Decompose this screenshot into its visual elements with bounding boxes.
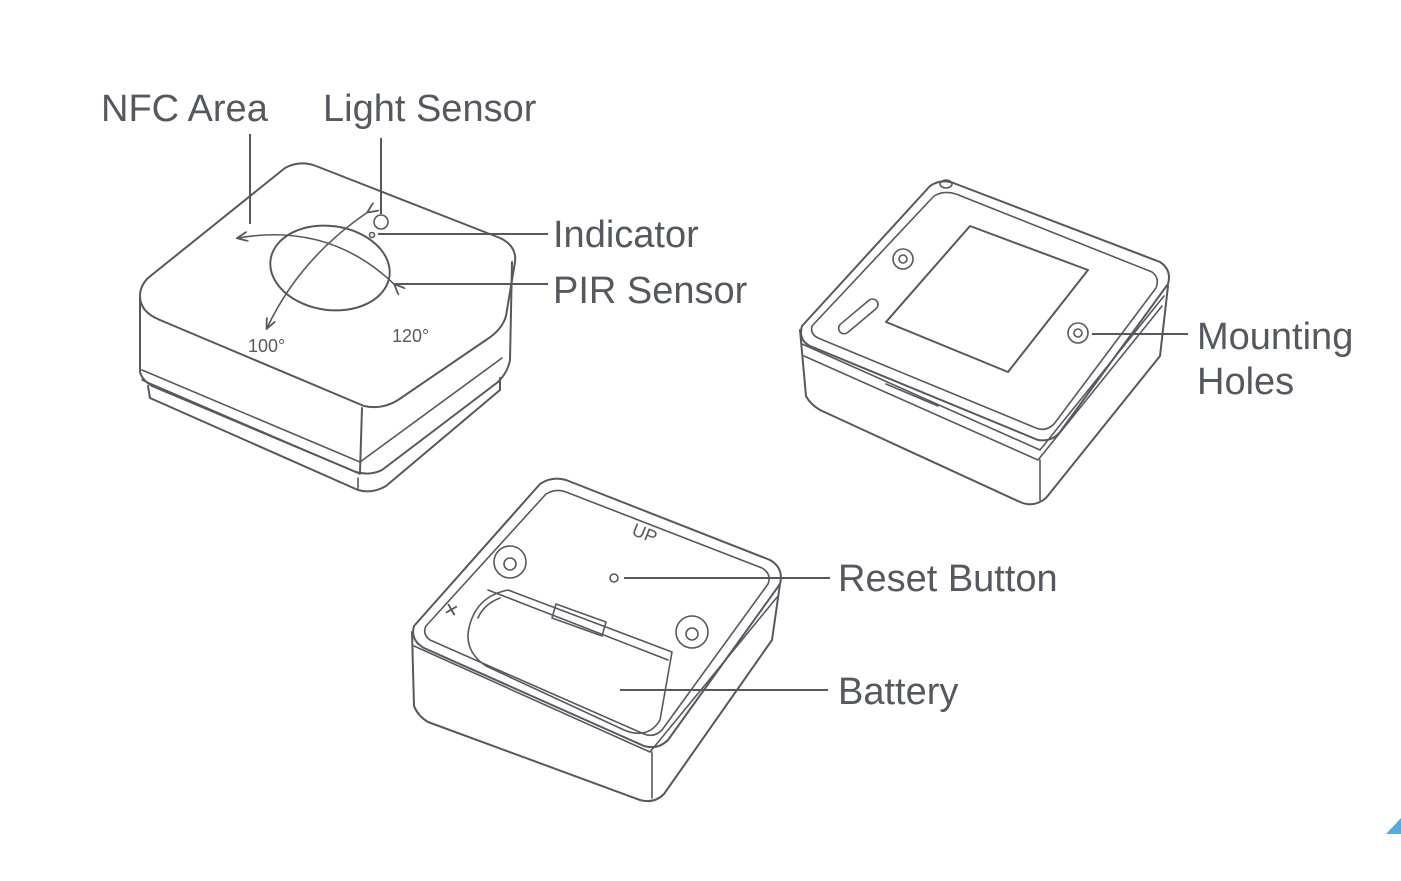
open-band [413,595,779,753]
light-sensor-hole [373,214,389,230]
back-label-recess [885,225,1089,373]
back-device [799,179,1170,506]
mounting-hole-1-inner [898,254,908,264]
front-device: 100° 120° [139,162,517,493]
pir-arrow-100 [267,212,368,328]
screw-post-1-outer [493,545,527,579]
screw-post-2-inner [685,627,699,641]
indicator-label: Indicator [553,214,699,256]
pir-sensor-label: PIR Sensor [553,270,748,312]
angle-120-label: 120° [392,326,429,346]
battery-label: Battery [838,671,958,713]
mounting-hole-2-outer [1067,322,1089,344]
battery-plus-mark: + [437,593,465,627]
mounting-holes-label-line1: Mounting [1197,316,1353,358]
indicator-led [368,231,376,239]
back-band-2 [803,305,1163,461]
back-top-inner [810,191,1159,431]
battery-end-cap [477,597,501,619]
angle-100-label: 100° [248,336,285,356]
back-side-wall [799,285,1169,506]
battery-clip [551,603,607,637]
screw-post-2-outer [675,615,709,649]
light-sensor-label: Light Sensor [323,88,537,130]
front-band-top [141,357,503,463]
back-slot [837,298,879,335]
screw-post-1-inner [503,557,517,571]
pir-arrow-120 [238,235,395,285]
open-rim-outer [412,477,782,749]
front-side-wall [139,261,513,475]
open-device: + UP [411,477,782,803]
back-side-notch [885,383,939,407]
battery-top-edge [487,589,669,661]
reset-button-label: Reset Button [838,558,1058,600]
up-mark: UP [629,519,660,547]
nfc-area-label: NFC Area [101,88,269,130]
lanyard-hole [939,179,953,189]
mounting-hole-1-outer [892,248,914,270]
open-rim-inner [423,489,770,737]
front-top-face [139,162,517,409]
front-band-mid [141,379,361,475]
mounting-holes-label-line2: Holes [1197,361,1294,403]
battery-body [467,589,673,735]
mounting-hole-2-inner [1073,328,1083,338]
corner-accent [1386,818,1401,834]
open-side-wall [411,583,781,803]
reset-button-hole [609,573,619,583]
back-band-1 [801,295,1165,451]
